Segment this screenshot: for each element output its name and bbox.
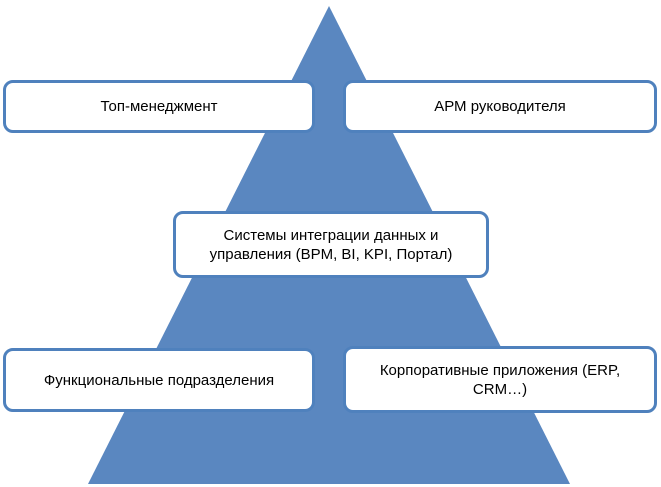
executive-workstation-label: АРМ руководителя	[434, 98, 566, 115]
executive-workstation-box: АРМ руководителя	[343, 80, 657, 133]
corporate-applications-label: Корпоративные приложения (ERP, CRM…)	[379, 361, 621, 398]
integration-systems-box: Системы интеграции данных и управления (…	[173, 211, 489, 278]
top-management-box: Топ-менеджмент	[3, 80, 315, 133]
functional-departments-box: Функциональные подразделения	[3, 348, 315, 412]
corporate-applications-box: Корпоративные приложения (ERP, CRM…)	[343, 346, 657, 413]
top-management-label: Топ-менеджмент	[100, 98, 218, 115]
integration-systems-label: Системы интеграции данных и управления (…	[209, 226, 453, 263]
functional-departments-label: Функциональные подразделения	[43, 371, 275, 389]
